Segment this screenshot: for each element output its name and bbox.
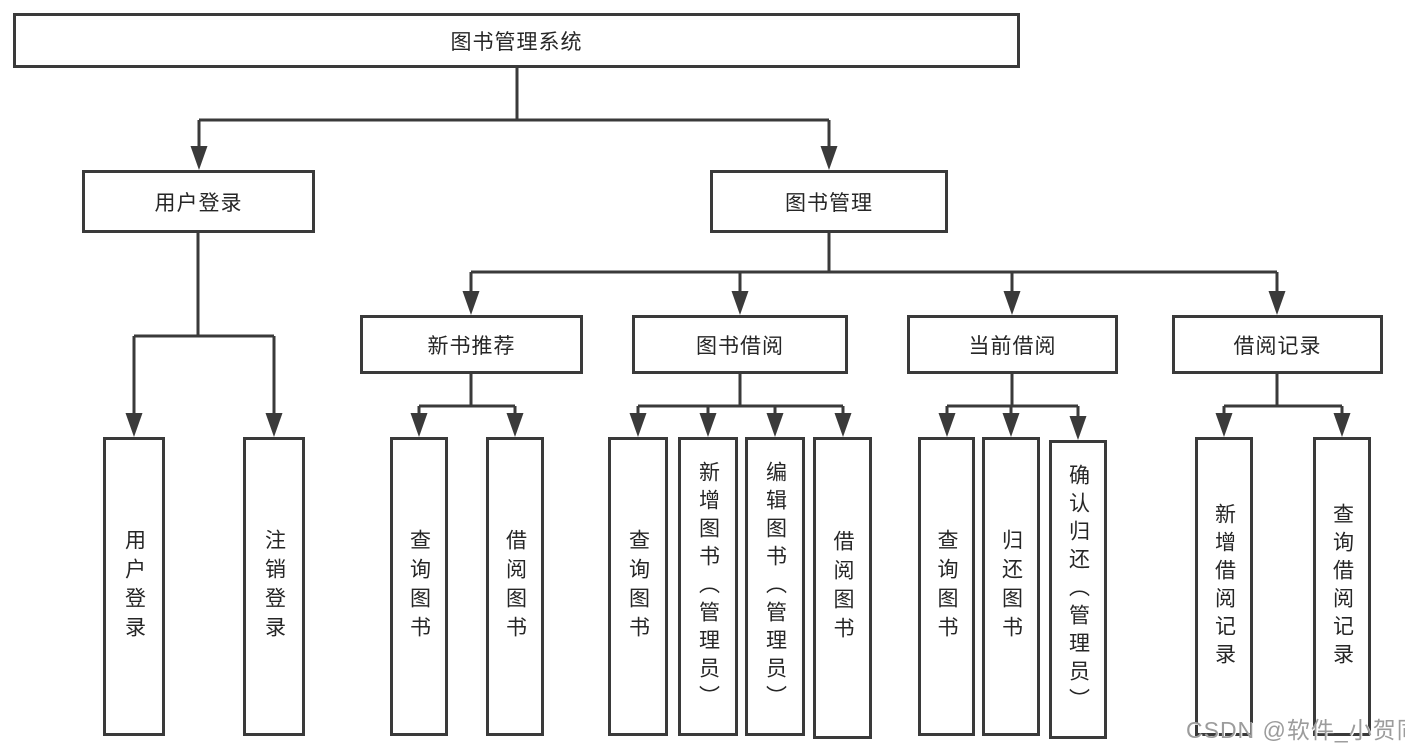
node-records-query-record: 查询借阅记录 [1313, 437, 1371, 736]
arrow-down-icon [820, 146, 838, 170]
node-current-query-books-label: 查询图书 [935, 528, 958, 645]
node-new-book-recommend-label: 新书推荐 [427, 334, 516, 358]
node-current-confirm-return-admin-label: 确认归还（管理员） [1066, 463, 1090, 716]
node-records-add-record: 新增借阅记录 [1195, 437, 1253, 736]
node-borrow-add-books-admin: 新增图书（管理员） [678, 437, 738, 736]
node-current-query-books: 查询图书 [918, 437, 975, 736]
node-root: 图书管理系统 [13, 13, 1020, 68]
node-logout: 注销登录 [243, 437, 305, 736]
node-borrow-records-label: 借阅记录 [1233, 334, 1322, 358]
node-new-book-recommend: 新书推荐 [360, 315, 583, 374]
arrow-down-icon [766, 413, 784, 437]
node-book-borrow: 图书借阅 [632, 315, 848, 374]
node-current-return-books-label: 归还图书 [999, 528, 1023, 645]
node-newbook-query-books: 查询图书 [390, 437, 448, 736]
node-user-login-group: 用户登录 [82, 170, 315, 233]
arrow-down-icon [410, 413, 428, 437]
arrow-down-icon [125, 413, 143, 437]
arrow-down-icon [1069, 416, 1087, 440]
node-user-login-label: 用户登录 [122, 528, 146, 645]
node-current-confirm-return-admin: 确认归还（管理员） [1049, 440, 1107, 739]
node-borrow-query-books-label: 查询图书 [626, 528, 650, 645]
arrow-down-icon [265, 413, 283, 437]
arrow-down-icon [834, 413, 852, 437]
node-borrow-edit-books-admin-label: 编辑图书（管理员） [763, 460, 787, 713]
node-borrow-edit-books-admin: 编辑图书（管理员） [745, 437, 805, 736]
node-current-borrow: 当前借阅 [907, 315, 1118, 374]
arrow-down-icon [1003, 291, 1021, 315]
node-logout-label: 注销登录 [262, 528, 286, 645]
node-newbook-borrow-books: 借阅图书 [486, 437, 544, 736]
node-records-add-record-label: 新增借阅记录 [1212, 502, 1236, 671]
arrow-down-icon [629, 413, 647, 437]
node-borrow-borrow-books-label: 借阅图书 [831, 530, 854, 646]
node-borrow-records: 借阅记录 [1172, 315, 1383, 374]
arrow-down-icon [462, 291, 480, 315]
node-book-borrow-label: 图书借阅 [696, 334, 784, 358]
arrow-down-icon [1002, 413, 1020, 437]
arrow-down-icon [506, 413, 524, 437]
arrow-down-icon [190, 146, 208, 170]
node-records-query-record-label: 查询借阅记录 [1330, 502, 1354, 671]
node-current-return-books: 归还图书 [982, 437, 1040, 736]
arrow-down-icon [699, 413, 717, 437]
node-current-borrow-label: 当前借阅 [968, 334, 1057, 358]
arrow-down-icon [1215, 413, 1233, 437]
arrow-down-icon [1333, 413, 1351, 437]
node-user-login: 用户登录 [103, 437, 165, 736]
csdn-watermark: CSDN @软件_小贺同学 [1186, 717, 1405, 743]
arrow-down-icon [731, 291, 749, 315]
node-borrow-add-books-admin-label: 新增图书（管理员） [696, 460, 720, 713]
arrow-down-icon [938, 413, 956, 437]
node-user-login-group-label: 用户登录 [154, 191, 243, 215]
arrow-down-icon [1268, 291, 1286, 315]
node-borrow-borrow-books: 借阅图书 [813, 437, 872, 739]
node-book-management-label: 图书管理 [785, 191, 873, 215]
node-newbook-query-books-label: 查询图书 [407, 528, 431, 645]
node-book-management: 图书管理 [710, 170, 948, 233]
node-borrow-query-books: 查询图书 [608, 437, 668, 736]
node-root-label: 图书管理系统 [450, 30, 583, 54]
node-newbook-borrow-books-label: 借阅图书 [503, 528, 527, 645]
